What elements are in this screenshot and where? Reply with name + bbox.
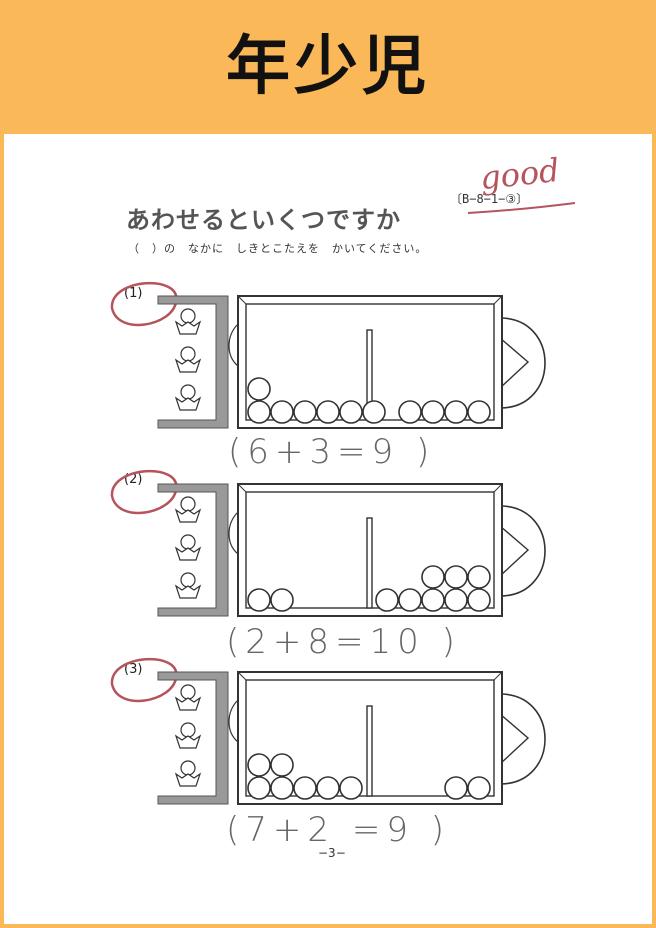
chick-head (180, 346, 196, 362)
worksheet-code: 〔B−8−1−③〕 (450, 192, 529, 206)
ball (362, 400, 386, 424)
ball (421, 565, 445, 589)
shelf (157, 295, 229, 429)
wheel-chevron (499, 337, 530, 389)
side-arc (228, 699, 239, 743)
shelf (157, 671, 229, 805)
side-arc (228, 511, 239, 555)
ball (444, 588, 468, 612)
eggshell (174, 508, 202, 523)
chick-head (180, 722, 196, 738)
ball (467, 588, 491, 612)
ball (467, 776, 491, 800)
ball (444, 565, 468, 589)
eggshell (174, 320, 202, 335)
question-label: (3) (124, 662, 143, 677)
ball (270, 588, 294, 612)
wheel-arc (499, 505, 546, 597)
eggshell (174, 584, 202, 599)
worksheet-title: あわせるといくつですか (126, 206, 401, 234)
wheel-arc (499, 693, 546, 785)
shelf (157, 483, 229, 617)
box-corner (493, 483, 503, 493)
eggshell (174, 358, 202, 373)
answer-handwriting: (6+3=9 ) (228, 432, 436, 472)
ball (316, 776, 340, 800)
box-corner (237, 295, 247, 305)
eggshell (174, 396, 202, 411)
ball (421, 588, 445, 612)
ball (247, 776, 271, 800)
ball (247, 377, 271, 401)
ball (316, 400, 340, 424)
box-corner (237, 483, 247, 493)
eggshell (174, 772, 202, 787)
ball (467, 565, 491, 589)
eggshell (174, 734, 202, 749)
ball (339, 776, 363, 800)
ball (247, 753, 271, 777)
box-corner (493, 295, 503, 305)
header-title: 年少児 (226, 30, 430, 104)
ball (293, 400, 317, 424)
ball (270, 776, 294, 800)
ball (444, 400, 468, 424)
ball (339, 400, 363, 424)
chick-head (180, 496, 196, 512)
wheel-chevron (499, 713, 530, 765)
divider (366, 517, 373, 609)
good-underline (467, 202, 576, 214)
chick-head (180, 684, 196, 700)
ball (375, 588, 399, 612)
chick-head (180, 308, 196, 324)
eggshell (174, 696, 202, 711)
ball (398, 400, 422, 424)
answer-handwriting: (7+2 =9 ) (226, 810, 451, 850)
answer-handwriting: (2+8=10 ) (226, 622, 461, 662)
ball (270, 400, 294, 424)
ball (247, 588, 271, 612)
wheel-arc (499, 317, 546, 409)
wheel-chevron (499, 525, 530, 577)
header-banner: 年少児 (0, 0, 656, 134)
box-corner (237, 671, 247, 681)
question-label: (1) (124, 286, 143, 301)
worksheet-instruction: （ ）の なかに しきとこたえを かいてください。 (128, 242, 428, 255)
chick-head (180, 572, 196, 588)
chick-head (180, 384, 196, 400)
ball (270, 753, 294, 777)
divider (366, 705, 373, 797)
chick-head (180, 760, 196, 776)
chick-head (180, 534, 196, 550)
side-arc (228, 323, 239, 367)
box-corner (493, 671, 503, 681)
ball (398, 588, 422, 612)
ball (247, 400, 271, 424)
ball (293, 776, 317, 800)
ball (467, 400, 491, 424)
ball (444, 776, 468, 800)
eggshell (174, 546, 202, 561)
page-number: −3− (318, 846, 346, 860)
ball (421, 400, 445, 424)
